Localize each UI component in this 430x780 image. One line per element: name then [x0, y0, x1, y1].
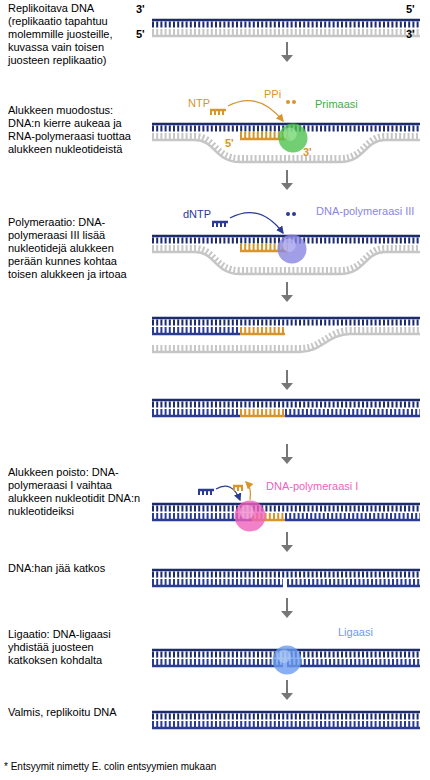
enzyme-shape [234, 500, 266, 532]
dna-stage-9 [152, 712, 420, 728]
enzyme-name: Primaasi [315, 98, 358, 111]
dna-stage-1 [152, 20, 420, 36]
primer-end: 5' [225, 137, 234, 150]
primer-end: 3' [303, 146, 312, 159]
enzyme-name: DNA-polymeraasi I [266, 480, 358, 493]
strand-end: 5' [406, 3, 415, 16]
dna-stage-4 [152, 318, 420, 352]
step-description: Replikoitava DNA (replikaatio tapahtuu m… [8, 2, 146, 67]
dna-stage-7 [152, 570, 420, 586]
molecule-label: NTP [188, 97, 210, 110]
strand-end: 3' [136, 3, 145, 16]
step-description: Ligaatio: DNA-ligaasi yhdistää juosteen … [8, 628, 146, 667]
enzyme-circle: DNA-polymeraasi III [277, 234, 307, 264]
enzyme-circle: DNA-polymeraasi I [234, 500, 266, 532]
enzyme-body [235, 501, 266, 532]
footnote: * Entsyymit nimetty E. colin entsyymien … [4, 760, 424, 773]
step-description: Alukkeen poisto: DNA-polymeraasi I vaiht… [8, 466, 146, 518]
dna-stage-5 [152, 400, 420, 416]
dna-stage-3 [152, 212, 420, 274]
enzyme-body [279, 124, 308, 153]
step-description: Alukkeen muodostus: DNA:n kierre aukeaa … [8, 104, 146, 156]
step-description: Polymeraatio: DNA-polymeraasi III lisää … [8, 216, 146, 281]
enzyme-highlight [282, 239, 296, 253]
enzyme-highlight [240, 505, 254, 519]
step-description: DNA:han jää katkos [8, 562, 146, 575]
strand-end: 3' [406, 28, 415, 41]
enzyme-circle: Ligaasi [272, 645, 302, 675]
enzyme-name: DNA-polymeraasi III [316, 205, 414, 218]
enzyme-body [278, 235, 307, 264]
molecule-label: dNTP [183, 208, 211, 221]
enzyme-highlight [283, 128, 297, 142]
enzyme-shape [272, 645, 302, 675]
step-description: Valmis, replikoitu DNA [8, 706, 146, 719]
strand-end: 5' [136, 28, 145, 41]
enzyme-name: Ligaasi [338, 626, 373, 639]
enzyme-shape [277, 234, 307, 264]
molecule-label: PPi [264, 88, 281, 101]
enzyme-highlight [277, 650, 291, 664]
enzyme-body [273, 646, 302, 675]
dna-stage-2 [152, 100, 420, 162]
